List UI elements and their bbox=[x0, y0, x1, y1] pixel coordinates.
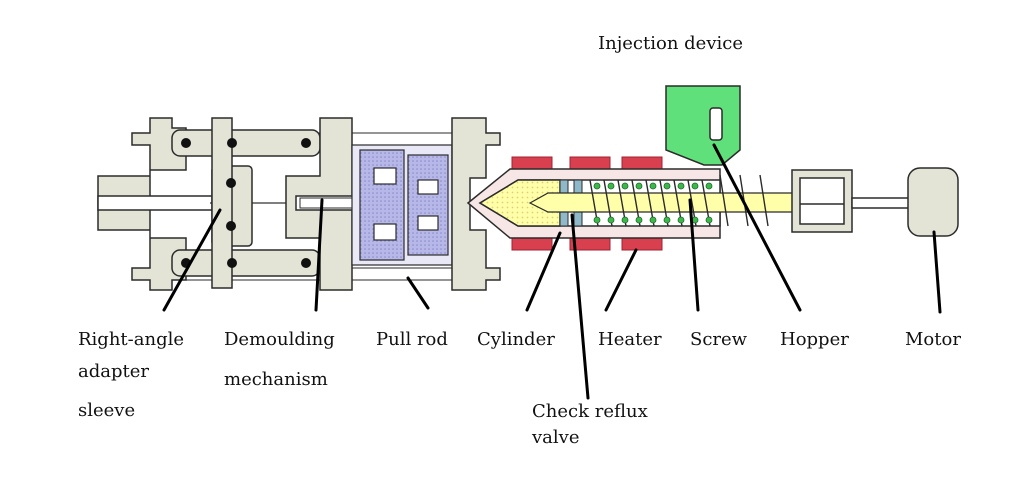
drive-unit bbox=[791, 167, 959, 237]
label-injection-device: Injection device bbox=[598, 33, 743, 54]
leader-right-angle-adapter bbox=[162, 208, 222, 312]
pellets bbox=[593, 182, 713, 224]
leader-motor bbox=[932, 230, 942, 314]
leader-screw bbox=[688, 198, 700, 312]
label-hopper: Hopper bbox=[780, 329, 849, 350]
label-check-reflux-line2: valve bbox=[532, 427, 580, 448]
label-right-angle-line2: adapter bbox=[78, 361, 149, 382]
front-platen bbox=[451, 117, 501, 291]
leader-pull-rod bbox=[406, 276, 430, 310]
leader-demoulding bbox=[314, 198, 324, 312]
label-check-reflux-line1: Check reflux bbox=[532, 401, 648, 422]
leader-hopper bbox=[712, 143, 802, 312]
label-motor: Motor bbox=[905, 329, 961, 350]
mold-assembly bbox=[351, 144, 453, 266]
label-heater: Heater bbox=[598, 329, 662, 350]
label-right-angle-line3: sleeve bbox=[78, 400, 136, 421]
leader-heater bbox=[604, 248, 638, 312]
label-right-angle-line1: Right-angle bbox=[78, 329, 184, 350]
pivot-pins bbox=[181, 138, 311, 268]
label-demoulding-line1: Demoulding bbox=[224, 329, 335, 350]
leader-lines bbox=[162, 143, 942, 400]
leader-check-valve bbox=[570, 213, 590, 400]
heater-bands bbox=[511, 156, 663, 251]
label-screw: Screw bbox=[690, 329, 748, 350]
label-cylinder: Cylinder bbox=[477, 329, 555, 350]
label-pull-rod: Pull rod bbox=[376, 329, 448, 350]
leader-cylinder bbox=[525, 231, 562, 312]
label-demoulding-line2: mechanism bbox=[224, 369, 328, 390]
hopper bbox=[665, 85, 741, 166]
